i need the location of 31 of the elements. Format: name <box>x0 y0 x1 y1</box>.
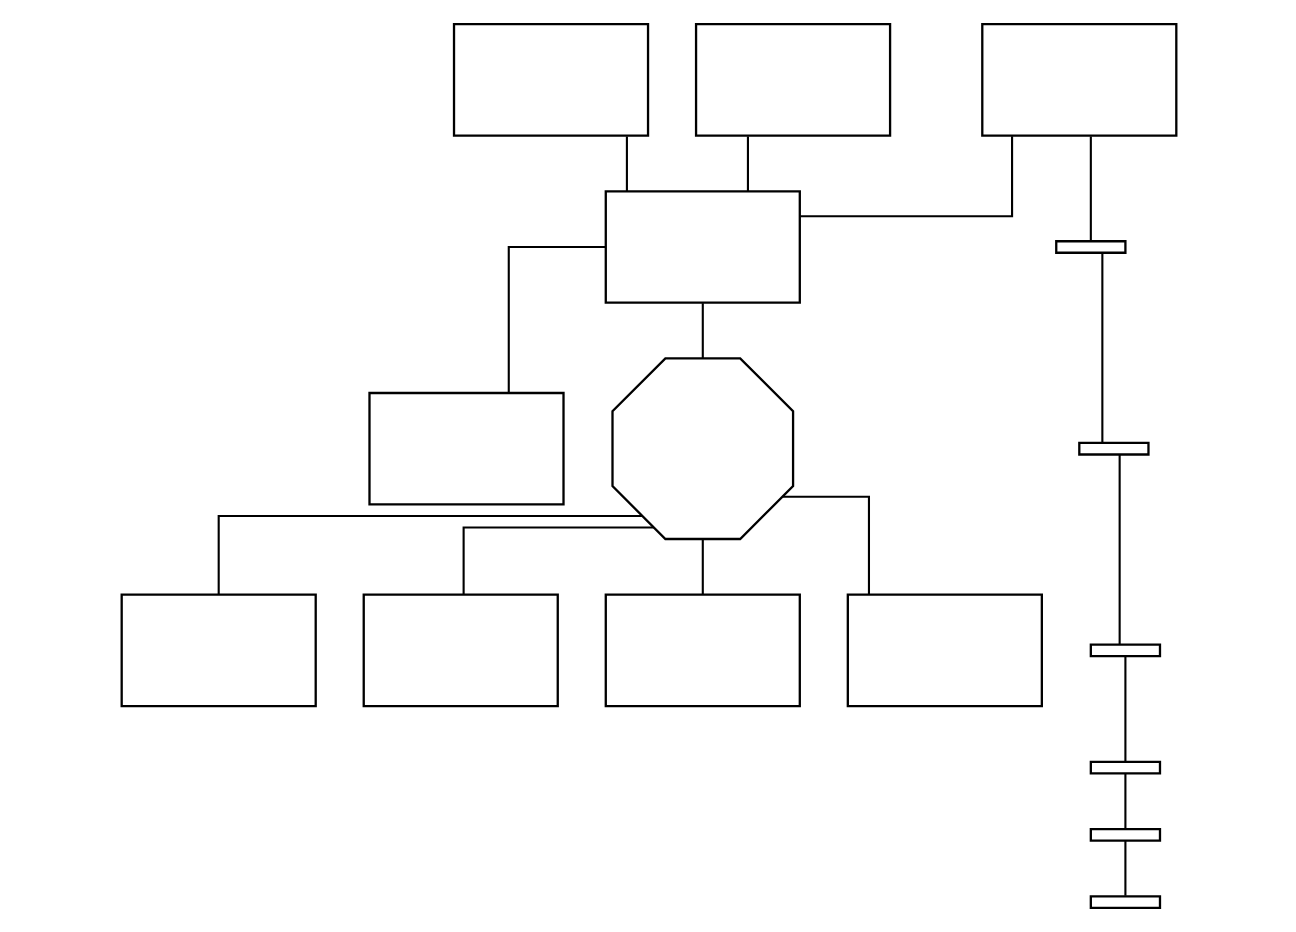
node-bar <box>1077 441 1149 456</box>
node-bar <box>1088 643 1161 658</box>
node-box <box>361 593 558 708</box>
node-box <box>451 23 649 137</box>
node-box <box>603 593 800 708</box>
connector <box>1100 252 1103 443</box>
node-box <box>119 593 316 708</box>
connector <box>216 514 641 595</box>
node-bar <box>1054 240 1126 254</box>
node-box <box>693 23 891 137</box>
connector <box>799 136 1013 218</box>
connector <box>1123 773 1126 829</box>
connector <box>1088 136 1091 241</box>
connector <box>624 136 627 192</box>
connector <box>506 245 605 393</box>
node-box <box>367 391 564 506</box>
connector <box>461 526 653 595</box>
connector <box>1117 454 1120 645</box>
node-bar <box>1088 760 1161 775</box>
node-box <box>845 593 1042 708</box>
node-bar <box>1088 895 1161 909</box>
connector <box>1123 656 1126 762</box>
node-octagon <box>610 357 794 541</box>
connector <box>1123 841 1126 896</box>
connector <box>700 539 703 595</box>
connector <box>745 136 748 192</box>
node-box <box>980 23 1177 137</box>
connector <box>700 303 703 359</box>
connector <box>781 495 869 595</box>
node-box <box>603 190 800 304</box>
node-bar <box>1088 827 1161 842</box>
